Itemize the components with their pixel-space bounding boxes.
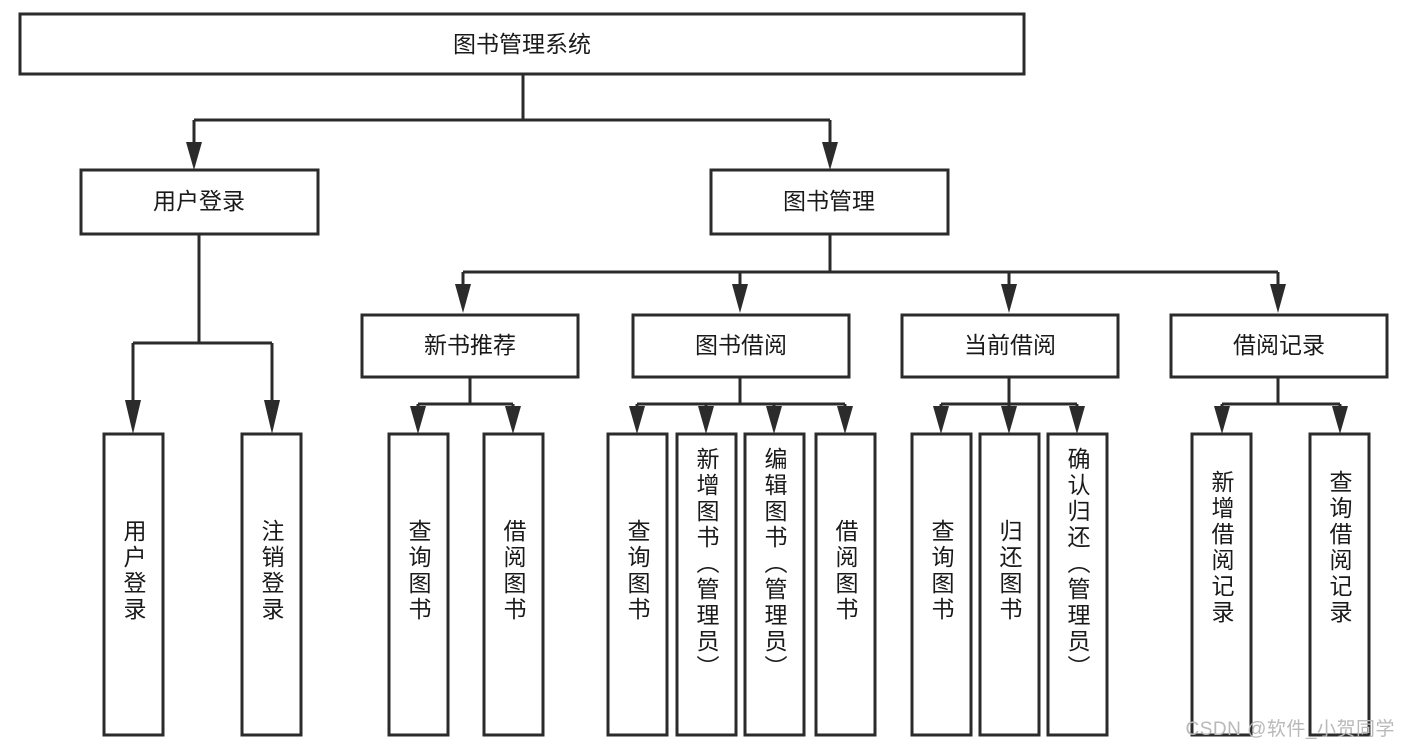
arrow-head-borrow-record <box>1270 284 1286 313</box>
node-leaf-query-book-2-box[interactable] <box>606 432 669 737</box>
node-current-borrow-label: 当前借阅 <box>964 332 1056 358</box>
node-current-borrow[interactable]: 当前借阅 <box>900 313 1120 379</box>
node-leaf-user-login-label: 用户登录 <box>120 519 147 623</box>
node-leaf-return-book[interactable]: 归还图书 <box>978 432 1041 737</box>
arrow-head-leaf-user-logout <box>264 400 280 434</box>
node-leaf-edit-book[interactable]: 编辑图书（管理员） <box>743 432 806 737</box>
node-leaf-query-book-2[interactable]: 查询图书 <box>606 432 669 737</box>
node-user-login-box[interactable] <box>79 168 320 236</box>
node-borrow-record[interactable]: 借阅记录 <box>1169 313 1389 379</box>
node-book-borrow-label: 图书借阅 <box>695 332 787 358</box>
arrow-head-leaf-query-book-1 <box>410 406 426 434</box>
arrow-head-leaf-return-book <box>1001 406 1017 434</box>
arrow-head-book-manage <box>822 142 838 170</box>
node-leaf-add-record-label: 新增借阅记录 <box>1208 470 1235 626</box>
node-leaf-query-book-1-label: 查询图书 <box>405 519 432 623</box>
arrow-head-new-book-recommend <box>455 284 471 313</box>
arrow-head-leaf-add-record <box>1214 406 1230 434</box>
node-root[interactable]: 图书管理系统 <box>18 12 1026 76</box>
node-leaf-add-book-box[interactable] <box>675 432 738 737</box>
node-leaf-query-book-3[interactable]: 查询图书 <box>910 432 973 737</box>
node-leaf-borrow-book-1-box[interactable] <box>482 432 545 737</box>
arrow-head-leaf-confirm-return <box>1069 406 1085 434</box>
node-user-login-label: 用户登录 <box>153 188 245 214</box>
node-leaf-user-login-box[interactable] <box>102 432 165 737</box>
node-book-borrow[interactable]: 图书借阅 <box>631 313 851 379</box>
arrow-head-leaf-query-book-3 <box>933 406 949 434</box>
arrow-head-leaf-query-record <box>1332 406 1348 434</box>
node-leaf-add-record-box[interactable] <box>1190 432 1253 737</box>
arrow-head-current-borrow <box>1001 284 1017 313</box>
connector-layer <box>125 74 1348 434</box>
arrow-head-leaf-add-book <box>698 406 714 434</box>
node-leaf-user-logout-label: 注销登录 <box>258 519 285 623</box>
node-leaf-query-book-3-label: 查询图书 <box>928 519 955 623</box>
node-book-manage[interactable]: 图书管理 <box>709 168 950 236</box>
node-leaf-borrow-book-1-label: 借阅图书 <box>500 519 527 623</box>
node-leaf-edit-book-box[interactable] <box>743 432 806 737</box>
node-leaf-query-record[interactable]: 查询借阅记录 <box>1308 432 1371 737</box>
arrow-head-leaf-borrow-book-1 <box>505 406 521 434</box>
node-leaf-user-logout-box[interactable] <box>240 432 303 737</box>
node-leaf-return-book-label: 归还图书 <box>996 519 1023 623</box>
node-current-borrow-box[interactable] <box>900 313 1120 379</box>
node-leaf-return-book-box[interactable] <box>978 432 1041 737</box>
arrow-head-leaf-query-book-2 <box>629 406 645 434</box>
node-leaf-add-book-label: 新增图书（管理员） <box>693 447 720 681</box>
node-leaf-borrow-book-2[interactable]: 借阅图书 <box>814 432 877 737</box>
arrow-head-user-login <box>186 142 202 170</box>
node-leaf-query-record-box[interactable] <box>1308 432 1371 737</box>
node-leaf-confirm-return[interactable]: 确认归还（管理员） <box>1046 432 1109 737</box>
node-root-box[interactable] <box>18 12 1026 76</box>
node-user-login[interactable]: 用户登录 <box>79 168 320 236</box>
node-leaf-query-book-1[interactable]: 查询图书 <box>387 432 450 737</box>
node-leaf-borrow-book-2-label: 借阅图书 <box>832 519 859 623</box>
node-borrow-record-box[interactable] <box>1169 313 1389 379</box>
node-leaf-user-login[interactable]: 用户登录 <box>102 432 165 737</box>
node-borrow-record-label: 借阅记录 <box>1233 332 1325 358</box>
node-root-label: 图书管理系统 <box>453 31 591 57</box>
node-book-manage-label: 图书管理 <box>783 188 875 214</box>
node-leaf-confirm-return-box[interactable] <box>1046 432 1109 737</box>
arrow-head-leaf-edit-book <box>766 406 782 434</box>
arrow-head-book-borrow <box>732 284 748 313</box>
node-leaf-query-book-2-label: 查询图书 <box>624 519 651 623</box>
node-book-borrow-box[interactable] <box>631 313 851 379</box>
node-leaf-add-record[interactable]: 新增借阅记录 <box>1190 432 1253 737</box>
arrow-head-leaf-user-login <box>125 400 141 434</box>
arrow-head-leaf-borrow-book-2 <box>837 406 853 434</box>
node-leaf-user-logout[interactable]: 注销登录 <box>240 432 303 737</box>
node-leaf-query-record-label: 查询借阅记录 <box>1326 470 1353 626</box>
node-leaf-confirm-return-label: 确认归还（管理员） <box>1064 447 1091 681</box>
node-book-manage-box[interactable] <box>709 168 950 236</box>
node-leaf-borrow-book-1[interactable]: 借阅图书 <box>482 432 545 737</box>
node-leaf-edit-book-label: 编辑图书（管理员） <box>761 447 788 681</box>
node-leaf-query-book-1-box[interactable] <box>387 432 450 737</box>
node-new-book-recommend[interactable]: 新书推荐 <box>360 313 580 379</box>
node-new-book-recommend-label: 新书推荐 <box>424 332 516 358</box>
node-new-book-recommend-box[interactable] <box>360 313 580 379</box>
node-leaf-borrow-book-2-box[interactable] <box>814 432 877 737</box>
node-leaf-add-book[interactable]: 新增图书（管理员） <box>675 432 738 737</box>
csdn-watermark: CSDN @软件_小贺同学 <box>1185 719 1395 740</box>
node-leaf-query-book-3-box[interactable] <box>910 432 973 737</box>
